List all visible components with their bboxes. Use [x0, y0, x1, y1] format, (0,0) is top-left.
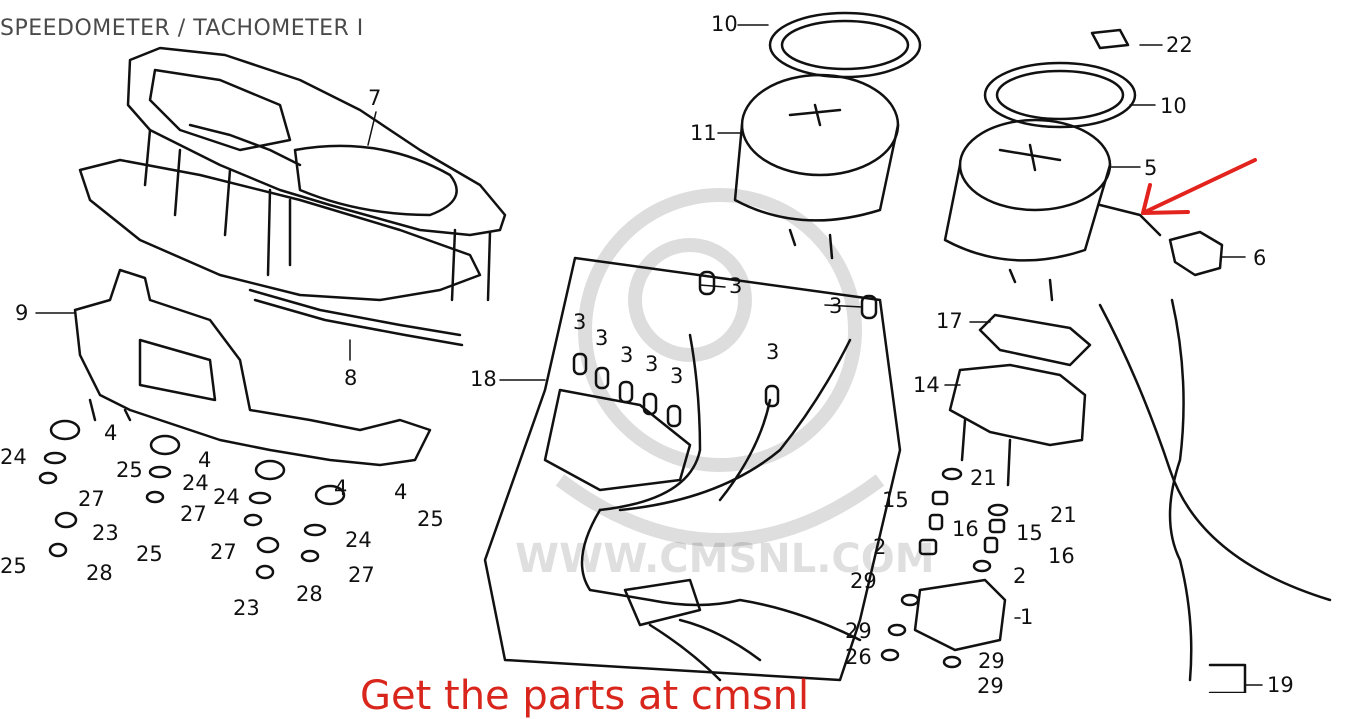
part-label-16: 16: [1048, 544, 1075, 568]
gauge-11: [733, 73, 900, 260]
part-label-27: 27: [348, 563, 375, 587]
part-label-2: 2: [873, 535, 887, 559]
part-label-7: 7: [368, 86, 382, 110]
part-label-21: 21: [970, 466, 997, 490]
part-label-24: 24: [0, 445, 27, 469]
part-label-25: 25: [116, 458, 143, 482]
part-label-22: 22: [1166, 33, 1193, 57]
part-label-9: 9: [15, 301, 29, 325]
part-label-25: 25: [0, 554, 27, 578]
part-label-10: 10: [1160, 94, 1187, 118]
clip-22: [1090, 28, 1130, 50]
part-label-10: 10: [711, 12, 738, 36]
exploded-parts-diagram: WWW.CMSNL.COM: [35, 11, 1332, 693]
page-title: SPEEDOMETER / TACHOMETER I: [0, 16, 364, 41]
part-label-29: 29: [845, 619, 872, 643]
part-label-4: 4: [394, 480, 408, 504]
leader-lines: [35, 24, 1263, 686]
part-label-27: 27: [210, 540, 237, 564]
bezel-ring-10a: [768, 11, 922, 79]
part-label-3: 3: [620, 343, 634, 367]
part-label-24: 24: [345, 528, 372, 552]
meter-case-7: [126, 46, 507, 302]
highlight-arrow: [1141, 158, 1257, 215]
bulbs-3: [572, 270, 878, 428]
part-label-17: 17: [936, 309, 963, 333]
part-label-27: 27: [78, 487, 105, 511]
part-label-4: 4: [198, 448, 212, 472]
part-label-25: 25: [136, 542, 163, 566]
part-label-24: 24: [213, 485, 240, 509]
part-label-16: 16: [952, 517, 979, 541]
part-label-29: 29: [977, 674, 1004, 698]
housing-14: [948, 363, 1087, 487]
part-label-15: 15: [882, 488, 909, 512]
part-label-6: 6: [1253, 246, 1267, 270]
harness-18: [483, 256, 902, 682]
part-label-29: 29: [850, 569, 877, 593]
part-label-28: 28: [86, 561, 113, 585]
promo-link-text[interactable]: Get the parts at cmsnl: [360, 673, 810, 719]
part-label-28: 28: [296, 582, 323, 606]
hardware-right: [880, 467, 1009, 669]
cable-19: [1098, 298, 1332, 693]
part-label-23: 23: [92, 521, 119, 545]
part-label-3: 3: [645, 352, 659, 376]
grommets-4: [49, 419, 346, 506]
connector-6: [1168, 230, 1224, 277]
part-label-5: 5: [1144, 156, 1158, 180]
part-label-29: 29: [978, 649, 1005, 673]
part-label-3: 3: [829, 294, 843, 318]
part-label-3: 3: [670, 364, 684, 388]
bezel-ring-10b: [983, 61, 1137, 129]
part-label-8: 8: [344, 366, 358, 390]
watermark-logo: [555, 188, 885, 547]
part-label-4: 4: [334, 476, 348, 500]
part-label-3: 3: [595, 326, 609, 350]
part-label-3: 3: [766, 340, 780, 364]
part-label-27: 27: [180, 502, 207, 526]
part-label-24: 24: [182, 471, 209, 495]
part-label-2: 2: [1013, 564, 1027, 588]
part-label-21: 21: [1050, 503, 1077, 527]
plate-17: [978, 313, 1092, 367]
bracket-9: [73, 268, 432, 467]
part-label-3: 3: [573, 310, 587, 334]
part-label-14: 14: [913, 373, 940, 397]
part-label-15: 15: [1016, 521, 1043, 545]
part-label-23: 23: [233, 596, 260, 620]
washers-small: [38, 451, 327, 580]
part-label-11: 11: [690, 121, 717, 145]
part-label-19: 19: [1267, 673, 1294, 697]
gasket-8: [78, 158, 482, 347]
part-label-4: 4: [104, 421, 118, 445]
part-label-25: 25: [417, 507, 444, 531]
unit-1: [913, 578, 1007, 652]
part-label-18: 18: [470, 367, 497, 391]
part-label-26: 26: [845, 645, 872, 669]
part-label-3: 3: [729, 274, 743, 298]
gauge-5: [943, 118, 1162, 302]
part-label-1: 1: [1020, 605, 1034, 629]
